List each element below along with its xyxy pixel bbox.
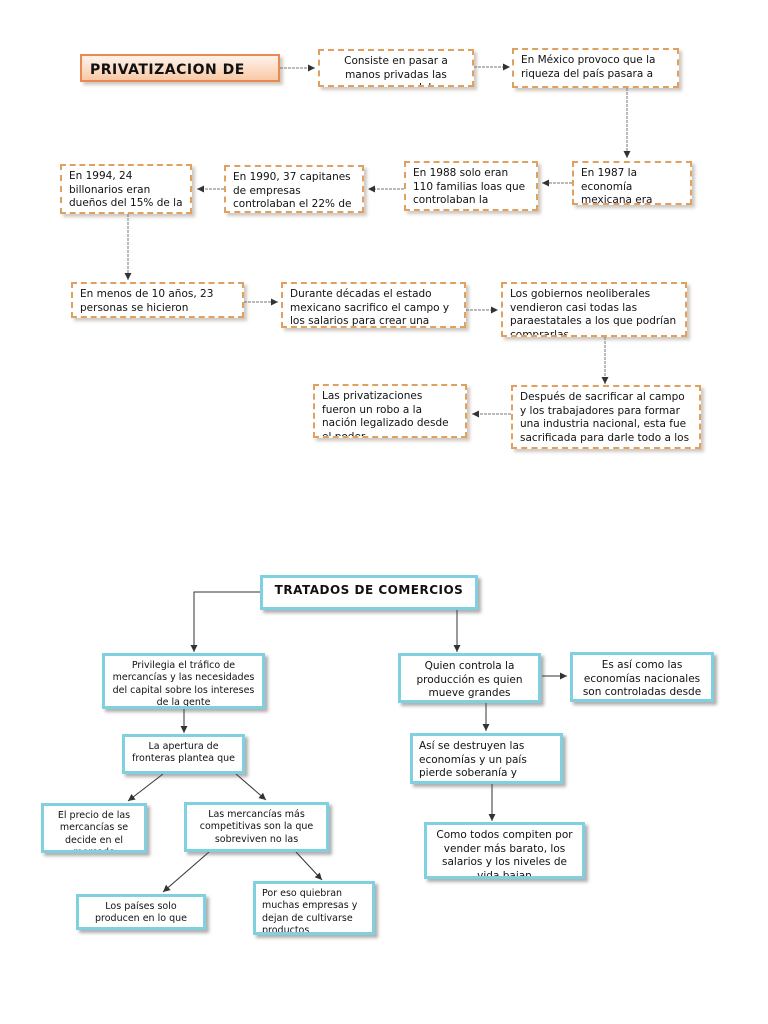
node-despues-de-sacrificar: Después de sacrificar al campo y los tra…: [511, 385, 701, 449]
connector-title2-to-privilegia: [190, 591, 260, 652]
node-gobiernos-neoliberales: Los gobiernos neoliberales vendieron cas…: [501, 282, 687, 337]
connector-competitivas-to-paises: [162, 851, 210, 893]
node-1987: En 1987 la economía mexicana era control…: [572, 161, 692, 205]
node-1988: En 1988 solo eran 110 familias loas que …: [404, 161, 538, 211]
node-precio-mercancias: El precio de las mercancías se decide en…: [41, 803, 147, 853]
connector-apertura-to-competitivas: [235, 773, 267, 801]
node-quiebran-empresas: Por eso quiebran muchas empresas y dejan…: [253, 881, 375, 935]
node-durante-decadas: Durante décadas el estado mexicano sacri…: [281, 282, 466, 328]
map1-title: PRIVATIZACION DE: [80, 54, 280, 82]
node-apertura-fronteras: La apertura de fronteras plantea que: [122, 734, 245, 774]
node-mexico: En México provoco que la riqueza del paí…: [512, 48, 679, 88]
node-consiste: Consiste en pasar a manos privadas las e…: [318, 49, 474, 87]
node-1994: En 1994, 24 billonarios eran dueños del …: [60, 164, 192, 214]
node-menos-10-anos: En menos de 10 años, 23 personas se hici…: [71, 282, 244, 318]
connector-competitivas-to-quiebran: [295, 851, 323, 881]
node-compiten-barato: Como todos compiten por vender más barat…: [424, 822, 585, 879]
map2-title: TRATADOS DE COMERCIOS: [260, 575, 478, 610]
node-destruyen-economias: Así se destruyen las economías y un país…: [410, 733, 563, 784]
node-1990: En 1990, 37 capitanes de empresas contro…: [224, 165, 364, 213]
node-paises-producen: Los países solo producen en lo que: [76, 894, 206, 930]
node-es-asi: Es así como las economías nacionales son…: [570, 652, 714, 702]
connector-apertura-to-precio: [127, 773, 164, 802]
node-privatizaciones-robo: Las privatizaciones fueron un robo a la …: [313, 384, 467, 438]
node-mercancias-competitivas: Las mercancías más competitivas son la q…: [184, 802, 329, 852]
node-quien-controla: Quien controla la producción es quien mu…: [398, 653, 541, 703]
node-privilegia: Privilegia el tráfico de mercancías y la…: [102, 653, 265, 709]
